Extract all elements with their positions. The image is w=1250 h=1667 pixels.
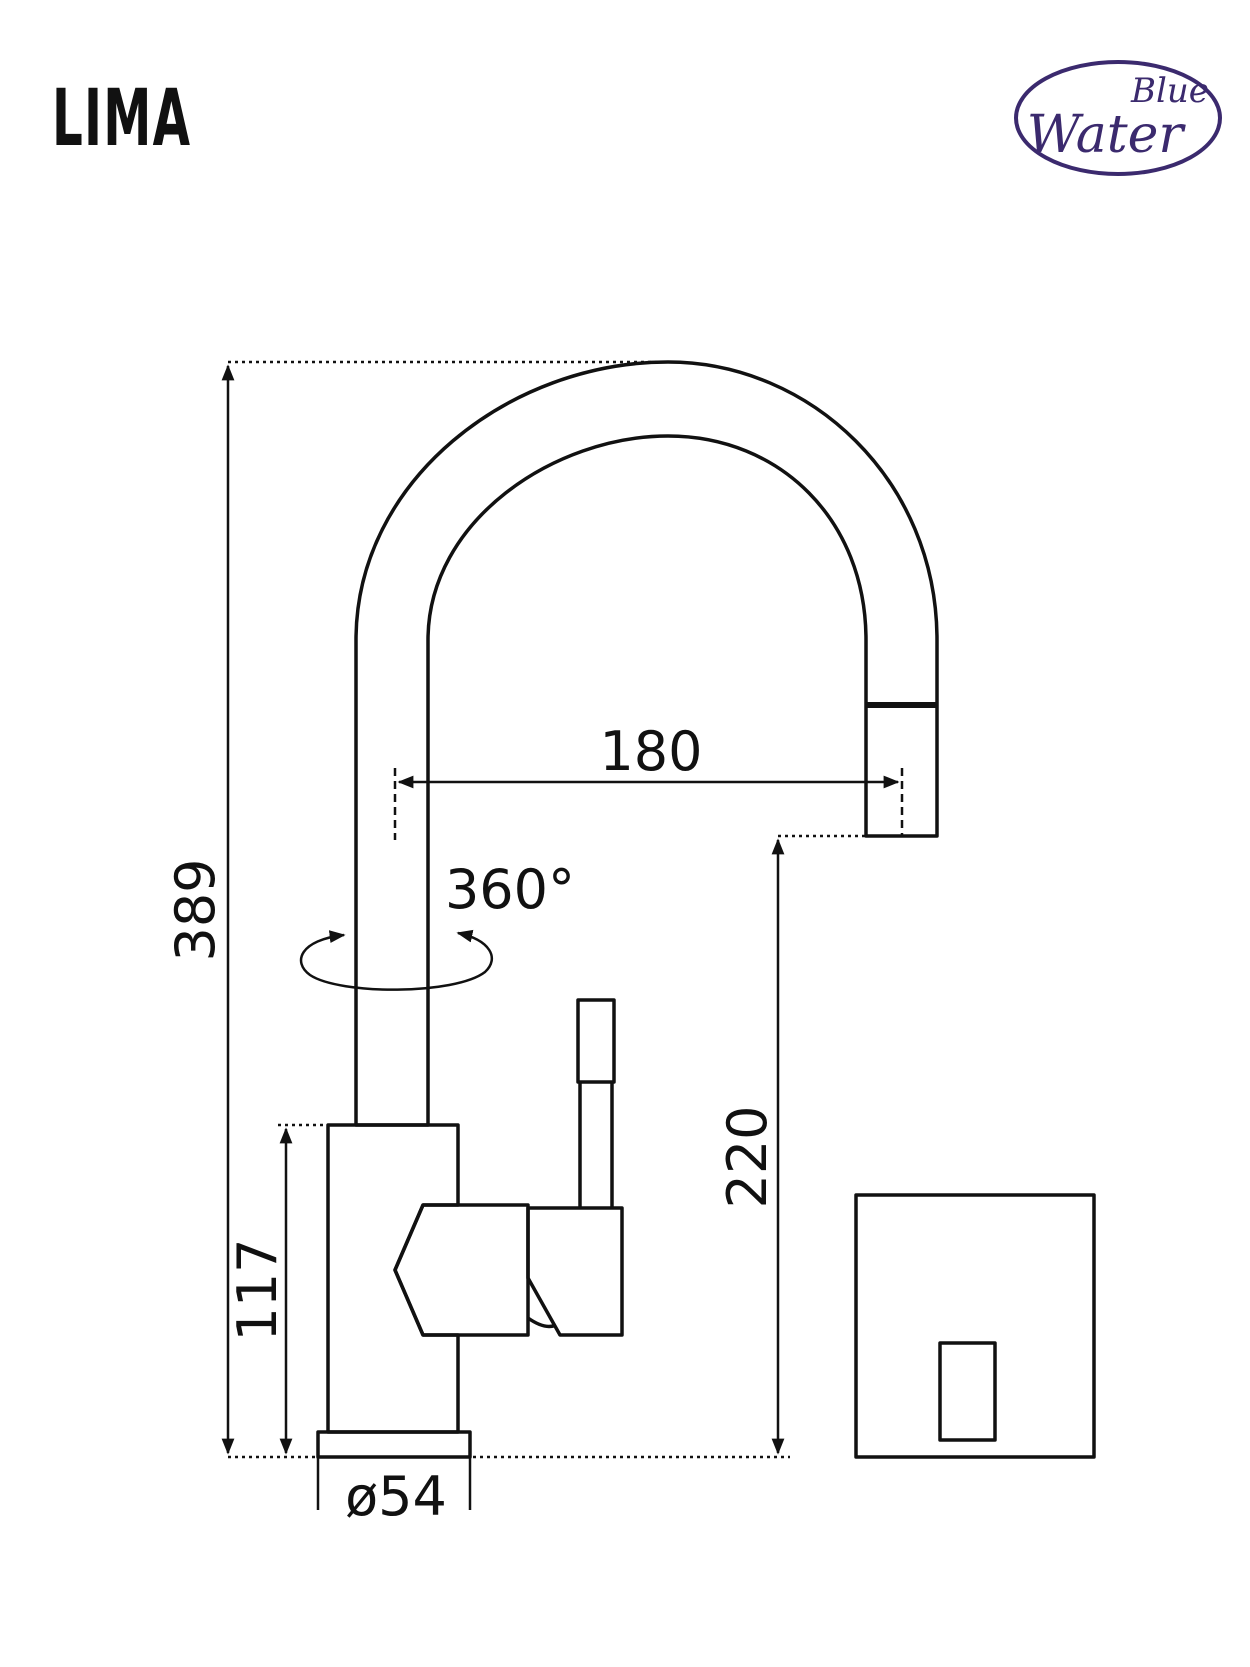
label-rotation: 360° xyxy=(445,858,575,921)
lever-arc xyxy=(526,1316,557,1329)
brand-logo: Blue Water xyxy=(1014,60,1222,176)
label-spout-height: 220 xyxy=(716,1105,779,1208)
logo-word-water: Water xyxy=(1027,105,1187,165)
lever-knob xyxy=(576,998,616,1084)
label-total-height: 389 xyxy=(164,858,227,961)
control-box-window xyxy=(938,1341,997,1442)
logo-word-blue: Blue xyxy=(1130,71,1209,111)
label-body-height: 117 xyxy=(226,1238,289,1341)
logo-ellipse-icon xyxy=(1014,60,1222,176)
label-reach: 180 xyxy=(599,720,702,783)
lever-block xyxy=(526,1206,624,1337)
spout xyxy=(354,360,939,1127)
control-box xyxy=(854,1193,1096,1459)
base-plate xyxy=(316,1430,472,1459)
rotation-arrow-icon xyxy=(299,929,494,991)
product-title: LIMA xyxy=(52,74,192,164)
faucet-outline xyxy=(316,360,1096,1459)
label-base-diameter: ø54 xyxy=(345,1465,447,1528)
faucet-body xyxy=(326,1123,460,1434)
dimension-lines xyxy=(221,360,904,1510)
cartridge xyxy=(393,1203,530,1337)
